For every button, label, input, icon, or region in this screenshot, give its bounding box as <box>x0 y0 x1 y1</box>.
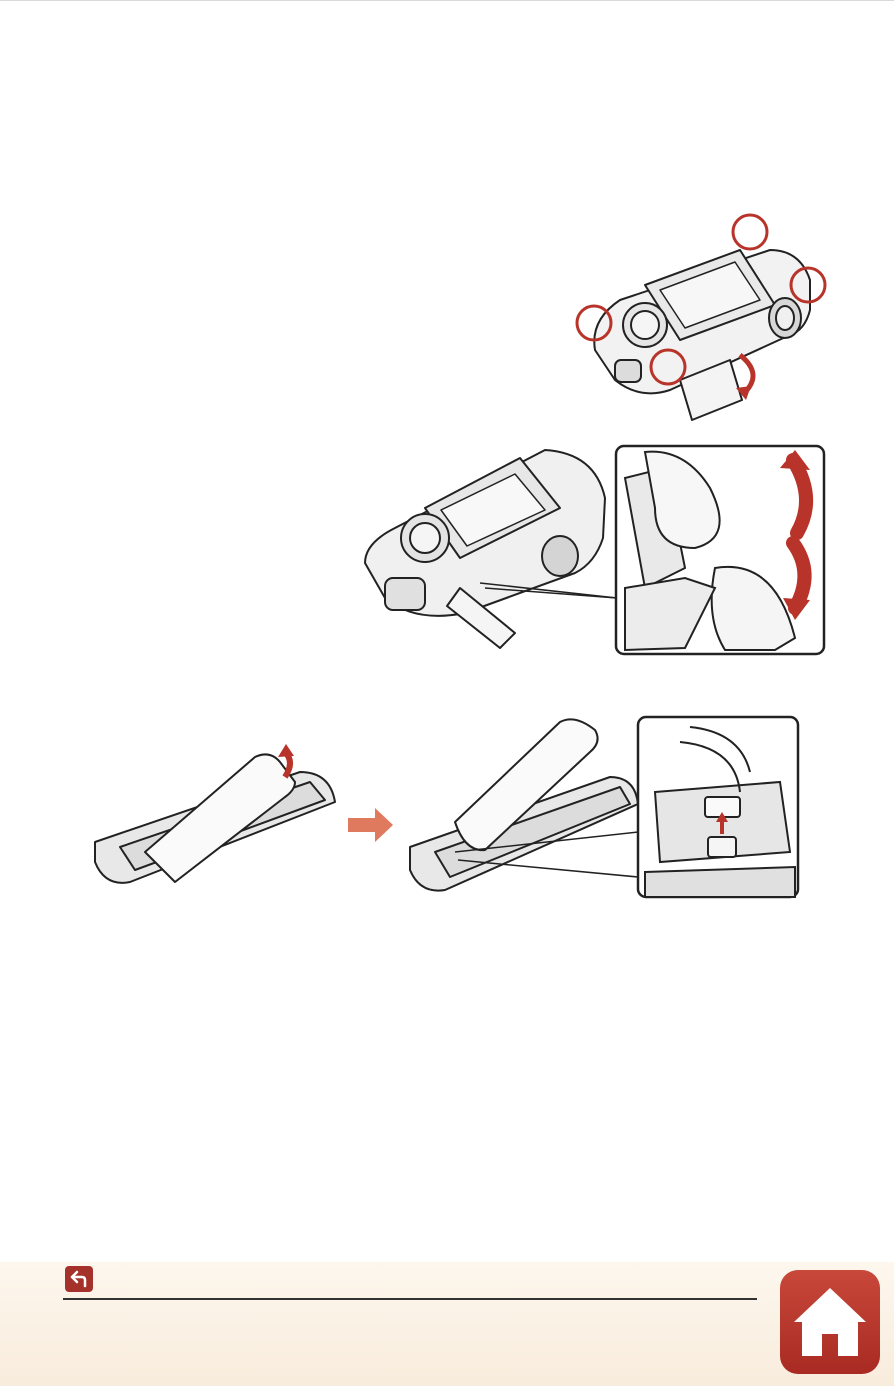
top-rule <box>0 0 894 1</box>
home-button[interactable] <box>780 1270 880 1374</box>
battery-removal-illustration <box>94 715 800 899</box>
camera-open-cover-illustration <box>575 213 827 421</box>
home-icon <box>794 1288 866 1356</box>
footer-divider <box>63 1298 757 1300</box>
footer-band <box>0 1262 894 1386</box>
back-button[interactable] <box>65 1266 93 1292</box>
return-arrow-icon <box>70 1270 87 1288</box>
camera-lever-illustration <box>364 444 826 656</box>
